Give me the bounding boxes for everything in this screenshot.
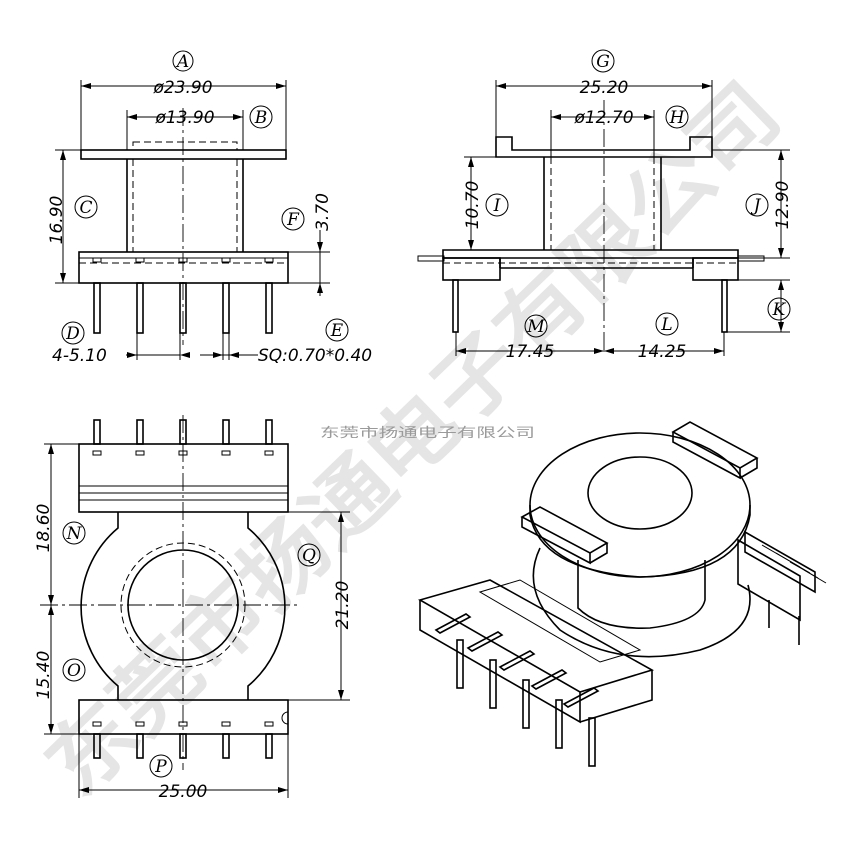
label-b: B — [254, 108, 268, 128]
dim-b-text: ø13.90 — [154, 108, 214, 128]
front-base — [78, 251, 289, 284]
dim-g-text: 25.20 — [580, 78, 629, 98]
front-pin — [222, 282, 230, 334]
dim-a-text: ø23.90 — [152, 78, 212, 98]
dim-j-text: 12.90 — [773, 181, 793, 230]
top-view: 18.60 15.40 N O 21.20 Q 25.00 P — [34, 415, 353, 802]
label-g: G — [596, 52, 610, 72]
side-view: 25.20 G ø12.70 H 10.70 I 12.90 J — [417, 49, 793, 362]
dim-f-text: 3.70 — [313, 193, 333, 231]
dim-d-text: 4-5.10 — [52, 346, 107, 366]
label-j: J — [751, 196, 762, 216]
label-q: Q — [302, 546, 316, 566]
front-pin — [136, 282, 144, 334]
dim-e-text: SQ:0.70*0.40 — [258, 346, 372, 366]
label-a: A — [175, 52, 189, 72]
watermark-small-text: 东莞市扬通电子有限公司 — [320, 425, 535, 441]
dim-i-text: 10.70 — [463, 181, 483, 230]
front-pin — [93, 282, 101, 334]
label-m: M — [526, 317, 545, 337]
front-pin — [265, 282, 273, 334]
label-i: I — [493, 196, 501, 216]
dim-q-text: 21.20 — [333, 581, 353, 630]
label-o: O — [67, 661, 81, 681]
label-p: P — [154, 757, 167, 777]
label-f: F — [286, 210, 300, 230]
label-k: K — [772, 300, 787, 320]
dim-m-text: 17.45 — [506, 342, 555, 362]
dim-l-text: 14.25 — [638, 342, 687, 362]
dim-h-text: ø12.70 — [573, 108, 633, 128]
dim-p-text: 25.00 — [159, 782, 208, 802]
isometric-view — [417, 421, 827, 767]
label-l: L — [660, 315, 672, 335]
dim-n-text: 18.60 — [34, 504, 54, 553]
dim-c-text: 16.90 — [47, 196, 67, 245]
label-h: H — [669, 108, 686, 128]
label-n: N — [66, 524, 83, 544]
label-e: E — [330, 321, 344, 341]
dim-o-text: 15.40 — [34, 651, 54, 700]
label-d: D — [65, 324, 80, 344]
label-c: C — [79, 198, 92, 218]
front-top-flange — [80, 149, 287, 160]
front-view: ø23.90 A ø13.90 B 16.90 C 3.70 F — [47, 50, 372, 366]
